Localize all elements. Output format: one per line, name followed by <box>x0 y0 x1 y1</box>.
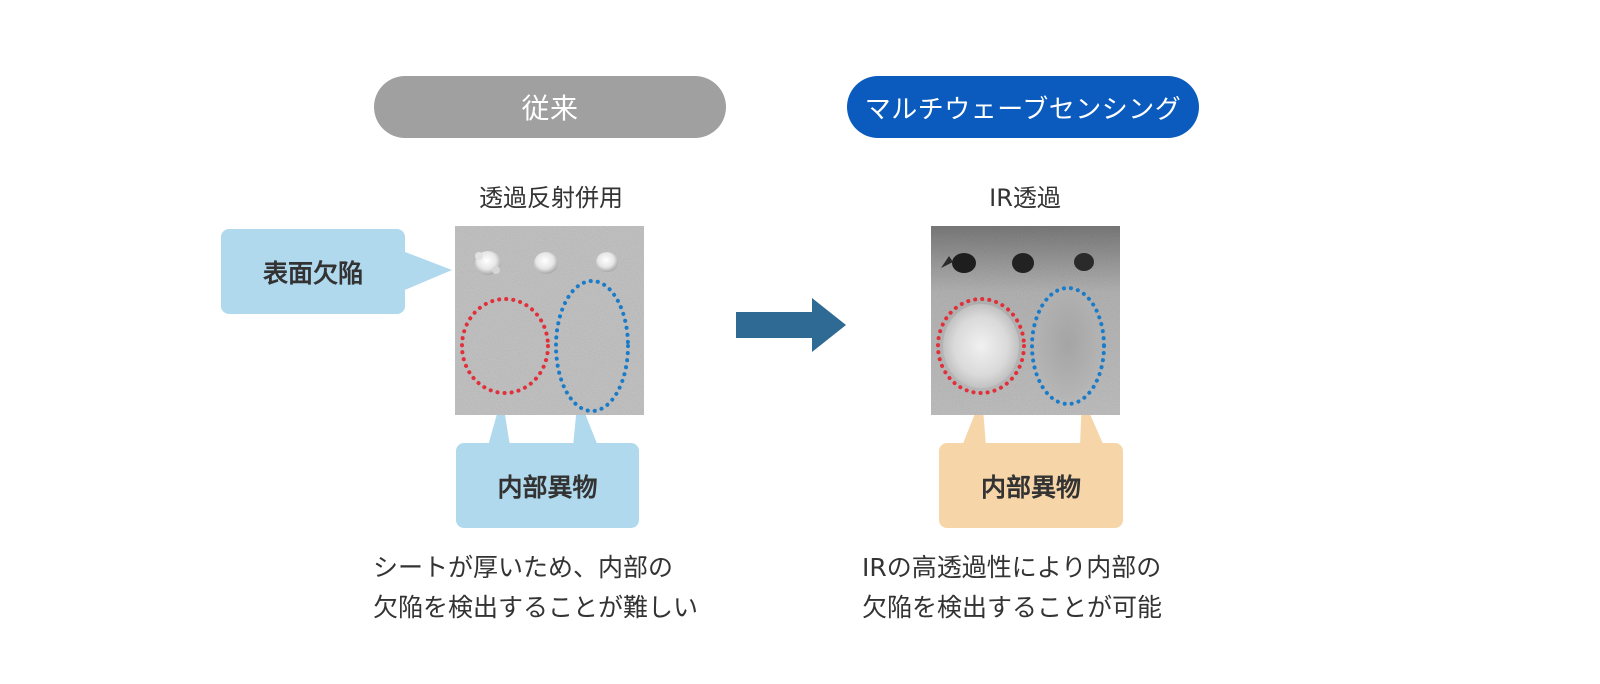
ir-defect-ring-blue <box>1030 286 1106 406</box>
ir-spot-1 <box>941 253 976 273</box>
ir-defect-ring-red <box>936 297 1026 395</box>
ir-dark-region <box>1036 288 1100 400</box>
inner-defect-ring-blue <box>554 279 630 413</box>
image-ir-transmission <box>931 226 1120 415</box>
ir-bright-region <box>943 304 1019 388</box>
header-multiwave-sensing: マルチウェーブセンシング <box>847 76 1199 138</box>
caption-ir-transmission: IR透過 <box>989 184 1061 212</box>
callout-internal-foreign-right: 内部異物 <box>939 443 1123 528</box>
description-multiwave-line1: IRの高透過性により内部の <box>862 553 1162 582</box>
caption-transmission-reflection: 透過反射併用 <box>479 184 623 212</box>
callout-internal-foreign-left: 内部異物 <box>456 443 639 528</box>
description-multiwave-line2: 欠陥を検出することが可能 <box>862 593 1163 622</box>
description-conventional-line2: 欠陥を検出することが難しい <box>373 593 699 622</box>
image-conventional <box>455 226 644 415</box>
ir-spot-2 <box>1012 253 1034 273</box>
description-conventional-line1: シートが厚いため、内部の <box>373 553 674 582</box>
description-conventional: シートが厚いため、内部の 欠陥を検出することが難しい <box>373 548 698 628</box>
header-conventional: 従来 <box>374 76 726 138</box>
description-multiwave: IRの高透過性により内部の 欠陥を検出することが可能 <box>862 548 1162 628</box>
tail-surface <box>400 250 452 292</box>
surface-spot-2 <box>534 252 558 274</box>
surface-spot-1 <box>475 251 501 275</box>
surface-spot-3 <box>596 252 618 272</box>
arrow-right-icon <box>736 298 846 352</box>
ir-spot-3 <box>1074 253 1094 271</box>
callout-surface-defect: 表面欠陥 <box>221 229 405 314</box>
inner-defect-ring-red <box>460 297 550 395</box>
